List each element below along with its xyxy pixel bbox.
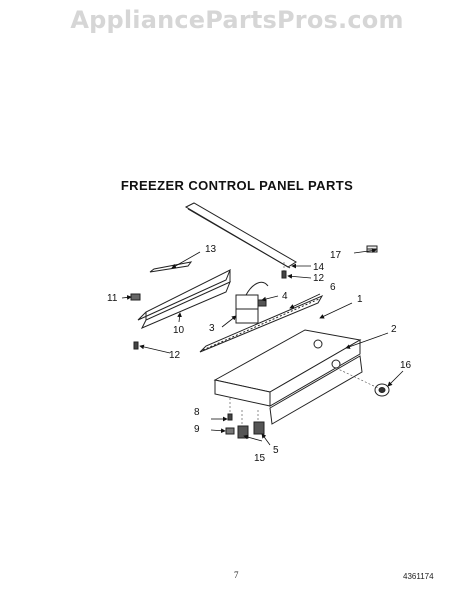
callout-9: 9 <box>194 424 200 435</box>
part-6-rail <box>199 294 324 353</box>
top-bracket <box>184 202 297 269</box>
diagram-title: FREEZER CONTROL PANEL PARTS <box>120 178 354 193</box>
part-15-switch <box>237 425 249 439</box>
callout-6: 6 <box>330 282 336 293</box>
callout-12-lower: 12 <box>169 350 181 361</box>
part-screw-upper <box>281 270 287 279</box>
part-thermostat <box>235 281 269 324</box>
callout-1: 1 <box>357 294 363 305</box>
callout-8: 8 <box>194 407 200 418</box>
part-5-switch <box>253 421 265 435</box>
callout-3: 3 <box>209 323 215 334</box>
callout-16: 16 <box>400 360 412 371</box>
part-1-housing <box>213 329 362 407</box>
document-number: 4361174 <box>403 572 434 581</box>
callout-4: 4 <box>282 291 288 302</box>
part-16-knob <box>374 383 390 397</box>
watermark: AppliancePartsPros.com <box>70 6 404 34</box>
callout-15: 15 <box>254 453 266 464</box>
part-11-clip <box>130 293 141 301</box>
part-8-screw <box>227 413 233 421</box>
page-number: 7 <box>234 570 239 580</box>
callout-10: 10 <box>173 325 185 336</box>
callout-11: 11 <box>107 293 118 304</box>
part-screw-lower <box>133 341 139 350</box>
part-13-bracket <box>149 261 193 273</box>
leader-lines <box>121 248 404 446</box>
callout-2: 2 <box>391 324 397 335</box>
guide-lines <box>229 262 379 426</box>
callout-12-upper: 12 <box>313 273 325 284</box>
part-2-panel <box>269 355 363 425</box>
callout-5: 5 <box>273 445 279 456</box>
callout-13: 13 <box>205 244 217 255</box>
callout-17: 17 <box>330 250 342 261</box>
part-10-channel <box>137 268 231 329</box>
part-9-nut <box>225 427 235 435</box>
callout-14: 14 <box>313 262 325 273</box>
